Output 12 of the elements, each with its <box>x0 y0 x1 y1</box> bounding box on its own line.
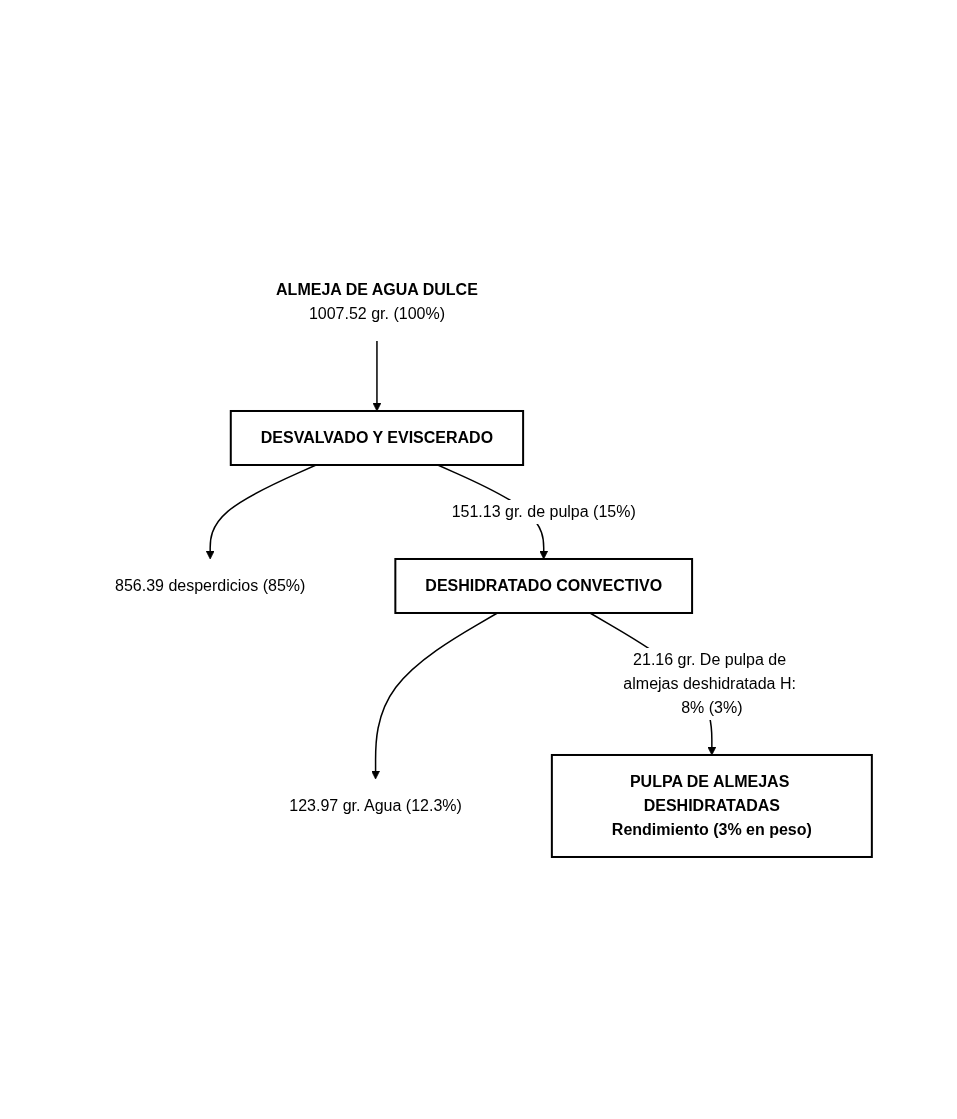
edge-label: 151.13 gr. de pulpa (15%) <box>451 502 636 520</box>
node-box: PULPA DE ALMEJAS DESHIDRATADAS Rendimiento (3% en peso) <box>550 753 873 858</box>
node-text: 856.39 desperdicios (85%) <box>115 576 306 594</box>
node-box: DESVALVADO Y EVISCERADO <box>229 409 525 466</box>
node-box: DESHIDRATADO CONVECTIVO <box>394 557 694 614</box>
arrow <box>371 611 499 779</box>
arrow <box>372 339 382 411</box>
node-label: 1007.52 gr. (100%) <box>308 304 446 322</box>
arrow <box>205 463 317 559</box>
node-text: ALMEJA DE AGUA DULCE <box>276 280 478 298</box>
node-text: 123.97 gr. Agua (12.3%) <box>289 796 462 814</box>
edge-label: 21.16 gr. De pulpa de almejas deshidratada H: 8% (3%) <box>623 650 796 716</box>
